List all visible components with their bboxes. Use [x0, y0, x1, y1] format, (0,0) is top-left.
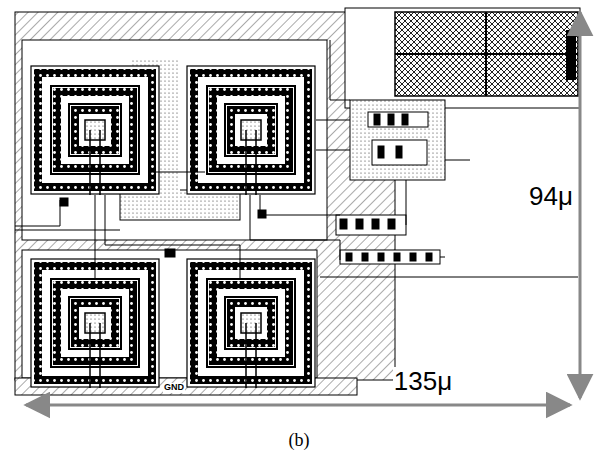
spiral-inductors — [31, 66, 315, 388]
boundary-line — [320, 277, 578, 278]
pin-label: GND — [163, 383, 185, 393]
capacitor-block — [345, 8, 580, 108]
dimension-label: 135μ — [393, 367, 453, 396]
dimension-label: 94μ — [528, 182, 574, 211]
wires — [15, 40, 470, 280]
figure-caption: (b) — [289, 430, 310, 451]
transistors — [336, 100, 445, 264]
dimension-arrows — [26, 12, 580, 405]
